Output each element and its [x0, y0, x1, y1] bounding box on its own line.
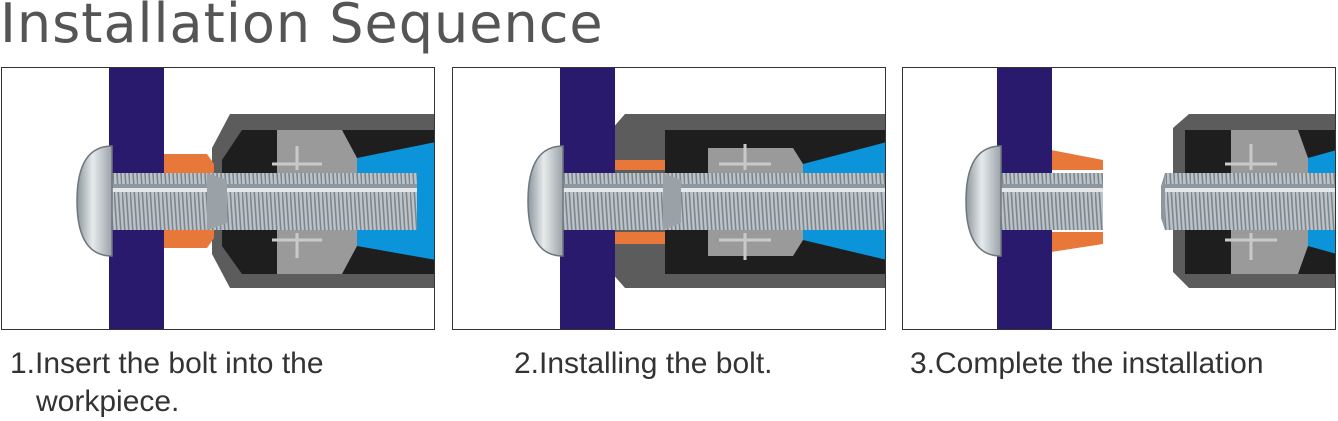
bolt-shank — [563, 173, 885, 230]
step-2-diagram — [527, 68, 885, 329]
step-2-caption-line1: 2.Installing the bolt. — [514, 347, 773, 380]
bolt-neck — [207, 173, 227, 230]
step-3-diagram — [965, 68, 1335, 329]
tool-mandrel — [1165, 173, 1335, 230]
bolt-shank — [1001, 173, 1103, 230]
cross-marks — [719, 144, 771, 260]
step-1-diagram — [76, 68, 434, 329]
step-1-panel — [1, 67, 435, 330]
step-1-caption-line2: workpiece. — [36, 385, 180, 418]
bolt-head — [965, 145, 1002, 257]
step-3-panel — [902, 67, 1336, 330]
step-2-panel — [452, 67, 886, 330]
orange-sleeve — [1051, 150, 1103, 252]
step-1-caption: 1.Insert the bolt into the workpiece. — [10, 345, 324, 421]
bolt-shank — [112, 173, 417, 230]
step-3-caption: 3.Complete the installation — [910, 345, 1264, 383]
bolt-neck — [663, 173, 681, 230]
page-title: Installation Sequence — [0, 0, 604, 55]
cross-marks — [1225, 144, 1277, 260]
step-1-caption-line1: 1.Insert the bolt into the — [10, 347, 324, 380]
bolt-head — [527, 145, 564, 257]
bolt-head — [76, 145, 113, 257]
step-2-caption: 2.Installing the bolt. — [514, 345, 773, 383]
mandrel-tip — [1161, 173, 1165, 230]
cross-marks — [272, 146, 322, 258]
step-3-caption-line1: 3.Complete the installation — [910, 347, 1264, 380]
